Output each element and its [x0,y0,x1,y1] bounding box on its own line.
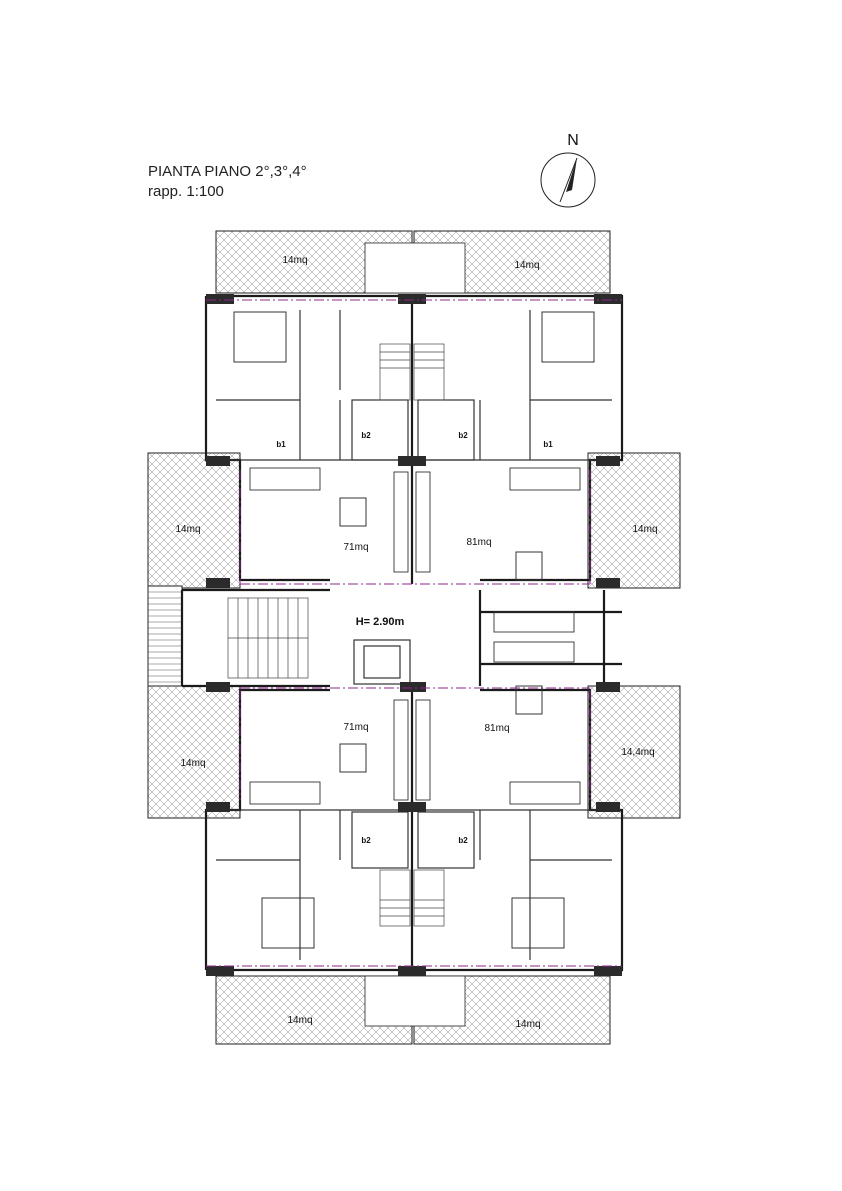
kitchen-counters [393,471,575,801]
ceiling-height: H= 2.90m [356,616,405,628]
north-compass: N [540,132,596,208]
terrace-right-lower-area: 14,4mq [621,747,654,758]
beds [233,311,595,949]
apt-upper-right-area: 81mq [466,537,491,548]
core-stair [227,597,309,679]
elevator [353,639,411,685]
terrace-bottom-left-area: 14mq [287,1015,312,1026]
terrace-left-lower [147,685,241,819]
external-stair [147,585,183,687]
sofas [249,467,581,805]
title-block: PIANTA PIANO 2°,3°,4° rapp. 1:100 [148,162,307,202]
dining-tables [339,497,543,773]
terrace-left-lower-area: 14mq [180,758,205,769]
bath-label-lr-b2: b2 [458,836,468,845]
compass-north-label: N [567,132,579,149]
bath-label-ur-b2: b2 [458,431,468,440]
terrace-top-left-area: 14mq [282,255,307,266]
terrace-right-upper-area: 14mq [632,524,657,535]
plan-scale: rapp. 1:100 [148,183,224,200]
bath-label-ll-b2: b2 [361,836,371,845]
apt-lower-left-area: 71mq [343,722,368,733]
bath-label-ul-b2: b2 [361,431,371,440]
terraces [147,230,681,1045]
interior-walls [216,310,612,960]
terrace-right-lower [587,685,681,819]
apt-upper-left-area: 71mq [343,542,368,553]
terrace-top-right-area: 14mq [514,260,539,271]
bath-labels: b1 b2 b2 b1 b2 b2 [276,431,553,845]
pillars [206,294,622,976]
accent-lines [206,299,622,967]
terrace-bottom-right-area: 14mq [515,1019,540,1030]
terrace-left-upper-area: 14mq [175,524,200,535]
bath-label-ur-b1: b1 [543,440,553,449]
terrace-right-upper [587,452,681,589]
internal-stairs [379,343,445,927]
apt-lower-right-area: 81mq [484,723,509,734]
plan-title: PIANTA PIANO 2°,3°,4° [148,163,307,180]
bath-label-ul-b1: b1 [276,440,286,449]
area-labels: 14mq 14mq 14mq 14mq 14mq 14,4mq 14mq 14m… [175,255,657,1030]
terrace-left-upper [147,452,241,589]
